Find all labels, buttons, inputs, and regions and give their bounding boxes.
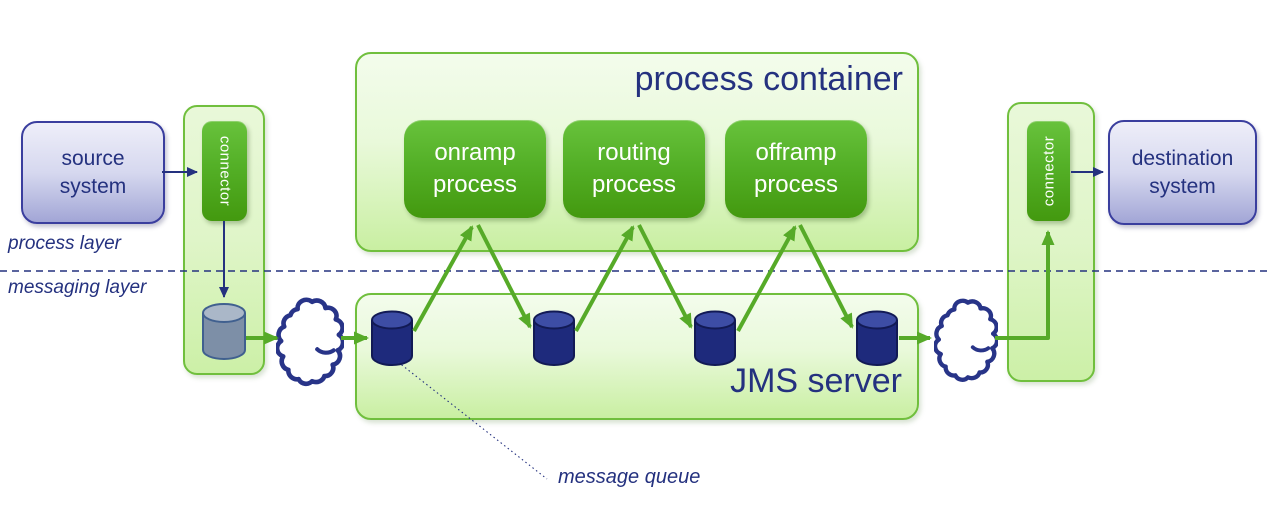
process-box-onramp: onramp process [404, 120, 546, 218]
process-container-title: process container [634, 60, 903, 98]
right-connector-box: connector [1027, 121, 1070, 221]
process-box-offramp-label: offramp process [753, 139, 839, 198]
message-queue-label: message queue [558, 466, 701, 488]
left-network-cloud-icon [276, 297, 344, 387]
source-system-label: source system [59, 147, 127, 198]
process-box-routing: routing process [563, 120, 705, 218]
process-box-offramp: offramp process [725, 120, 867, 218]
destination-system-label: destination system [1131, 147, 1234, 198]
right-connector-label: connector [1040, 135, 1057, 207]
messaging-layer-label: messaging layer [8, 277, 147, 298]
jms-server-container [355, 293, 919, 420]
jms-server-title: JMS server [730, 362, 902, 400]
source-system-box: source system [21, 121, 165, 224]
message-queue-cylinder-icon [371, 310, 413, 366]
left-connector-box: connector [202, 121, 247, 221]
message-queue-cylinder-icon [533, 310, 575, 366]
process-box-onramp-label: onramp process [432, 139, 518, 198]
message-queue-cylinder-icon [694, 310, 736, 366]
right-network-cloud-icon [934, 298, 998, 382]
process-box-routing-label: routing process [591, 139, 677, 198]
message-queue-cylinder-icon [856, 310, 898, 366]
process-layer-label: process layer [8, 233, 121, 254]
destination-system-box: destination system [1108, 120, 1257, 225]
left-connector-label: connector [216, 135, 233, 207]
staging-store-cylinder-icon [202, 303, 246, 360]
